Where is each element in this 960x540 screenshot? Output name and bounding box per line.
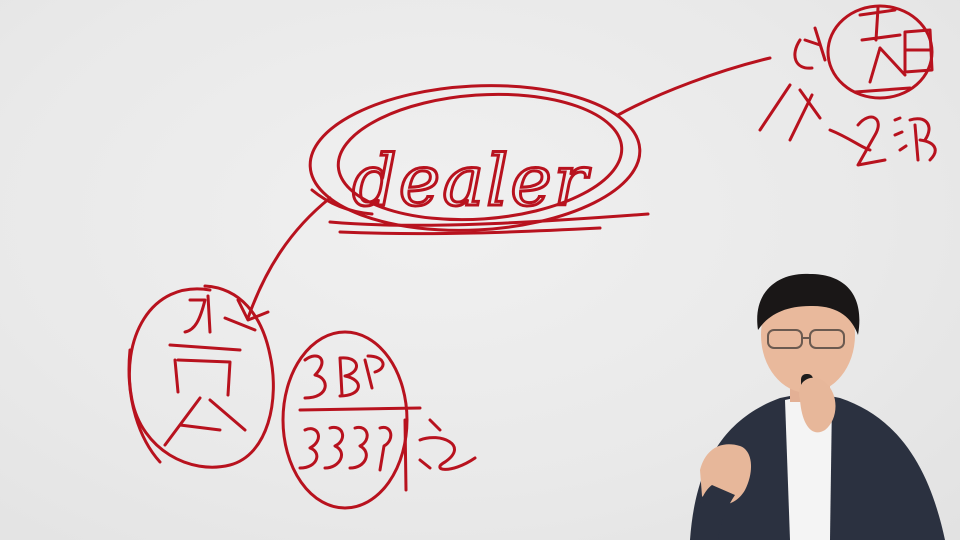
- bottom-left-char-1: [163, 294, 257, 447]
- swash-left: [310, 188, 374, 216]
- presenter-hand-right: [799, 377, 836, 433]
- glasses-icon: [767, 329, 845, 349]
- connector-arrowhead: [236, 298, 270, 322]
- bottom-left-circle: [127, 284, 275, 469]
- bottom-left-notes: [127, 284, 477, 510]
- presenter-sleeve-left: [695, 485, 735, 540]
- fraction-denominator: [298, 418, 477, 492]
- top-right-char-1: [758, 26, 872, 152]
- presenter-hair: [757, 273, 860, 335]
- top-right-char-3: [903, 28, 934, 74]
- center-word-group: dealer: [308, 84, 650, 236]
- fraction-numerator: [303, 354, 385, 400]
- fraction-bar: [298, 406, 422, 412]
- inner-ellipse: [336, 92, 624, 222]
- underline-2: [338, 226, 602, 236]
- top-right-char-2: [853, 6, 912, 94]
- underline-1: [328, 212, 650, 227]
- bottom-middle-circle: [281, 330, 409, 510]
- top-right-notes: [758, 4, 937, 167]
- connector-bottom-left: [246, 196, 332, 320]
- connector-top-right: [616, 56, 772, 117]
- bottom-left-circle-extra: [127, 348, 162, 464]
- outer-ellipse: [308, 84, 642, 232]
- top-right-char-4: [856, 115, 937, 167]
